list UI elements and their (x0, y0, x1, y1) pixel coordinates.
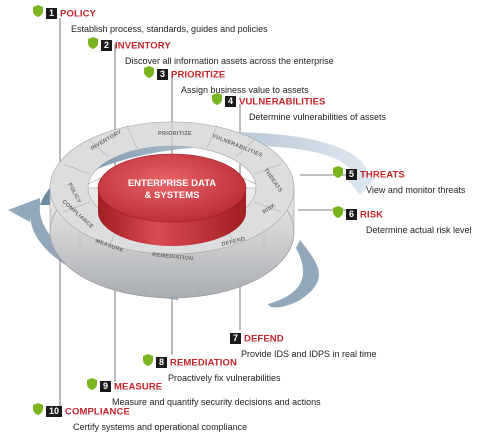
step-description: Establish process, standards, guides and… (71, 24, 268, 34)
shield-icon (33, 5, 43, 17)
ring-label-defend: DEFEND (221, 236, 246, 248)
center-label-line1: ENTERPRISE DATA (128, 178, 216, 189)
shield-icon (143, 354, 153, 366)
step-title: MEASURE (114, 381, 163, 393)
step-description: Assign business value to assets (181, 85, 309, 95)
step-number: 10 (46, 406, 63, 418)
cycle-arrow-front (268, 240, 319, 308)
step-description: Determine actual risk level (366, 225, 472, 235)
step-number: 3 (157, 69, 169, 81)
shield-icon (333, 206, 343, 218)
step-title: REMEDIATION (170, 357, 237, 369)
step-title: PRIORITIZE (171, 69, 226, 81)
step-number: 1 (46, 8, 58, 20)
step-description: Provide IDS and IDPS in real time (241, 349, 377, 359)
step-number: 4 (225, 96, 237, 108)
step-title: DEFEND (244, 333, 284, 345)
step-description: Measure and quantify security decisions … (112, 397, 321, 407)
step-title: VULNERABILITIES (239, 96, 326, 108)
step-title: POLICY (60, 8, 96, 20)
step-number: 8 (156, 357, 168, 369)
step-number: 5 (346, 169, 358, 181)
step-title: RISK (360, 209, 384, 221)
step-description: Proactively fix vulnerabilities (168, 373, 281, 383)
enterprise-data-cylinder: ENTERPRISE DATA & SYSTEMS (97, 153, 247, 246)
shield-icon (88, 37, 98, 49)
step-number: 9 (100, 381, 112, 393)
shield-icon (87, 378, 97, 390)
ring-label-remediation: REMEDIATION (152, 252, 194, 262)
shield-icon (144, 66, 154, 78)
center-label-line2: & SYSTEMS (145, 190, 200, 201)
step-title: COMPLIANCE (65, 406, 130, 418)
step-description: Discover all information assets across t… (125, 56, 334, 66)
step-title: INVENTORY (115, 40, 171, 52)
step-description: Certify systems and operational complian… (73, 422, 248, 432)
shield-icon (33, 403, 43, 415)
step-title: THREATS (360, 169, 405, 181)
shield-icon (333, 166, 343, 178)
step-number: 2 (101, 40, 113, 52)
step-description: View and monitor threats (366, 185, 466, 195)
step-description: Determine vulnerabilities of assets (249, 112, 387, 122)
ring-label-prioritize: PRIORITIZE (158, 131, 192, 137)
step-number: 6 (346, 209, 358, 221)
step-number: 7 (230, 333, 242, 345)
shield-icon (212, 93, 222, 105)
